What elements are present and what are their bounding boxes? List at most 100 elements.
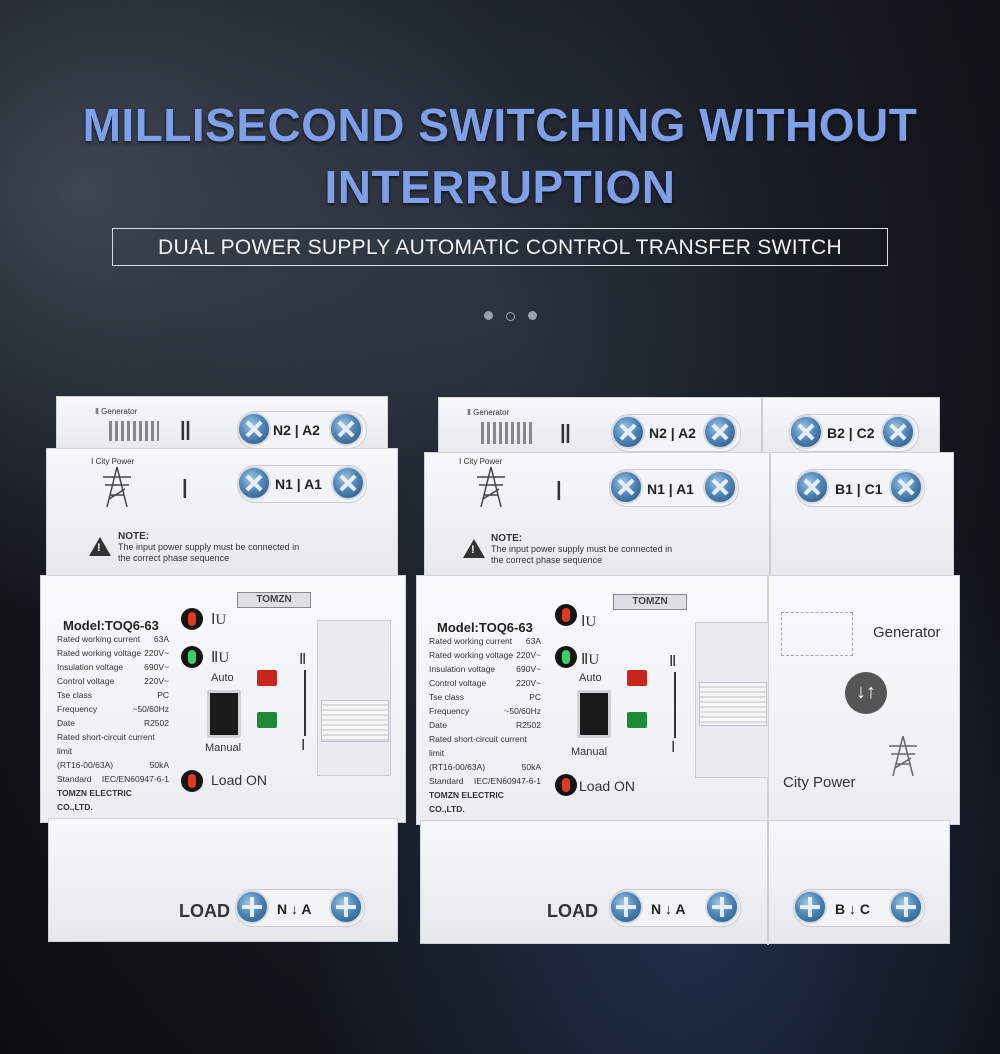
handle-mark-one: Ⅰ	[301, 738, 306, 754]
green-button[interactable]	[627, 712, 647, 728]
carousel-dots[interactable]	[484, 311, 537, 321]
generator-label: Ⅱ Generator	[95, 407, 138, 416]
carousel-dot[interactable]	[484, 311, 493, 320]
terminal-label-n1a1: N1 | A1	[275, 476, 322, 492]
terminal-screw[interactable]	[237, 466, 271, 500]
load-label: LOAD	[179, 901, 230, 921]
terminal-screw[interactable]	[795, 470, 829, 504]
manual-handle[interactable]	[699, 682, 767, 726]
power-tower-icon	[889, 735, 917, 777]
spec-row: Rated short-circuit current limit	[57, 732, 155, 756]
auto-label: Auto	[211, 672, 234, 684]
green-button[interactable]	[257, 712, 277, 728]
load-on-label: Load ON	[579, 778, 636, 794]
load-on-indicator	[181, 770, 203, 792]
terminal-label-n2a2: N2 | A2	[649, 425, 696, 441]
warning-icon: !	[89, 537, 111, 556]
spec-row: (RT16-00/63A)50kA	[57, 760, 169, 770]
headline-line-1: MILLISECOND SWITCHING WITHOUT	[82, 99, 918, 151]
terminal-label-b2c2: B2 | C2	[827, 425, 875, 441]
module-divider	[767, 821, 769, 945]
load-screw[interactable]	[609, 890, 643, 924]
auto-label: Auto	[579, 672, 602, 684]
load-tier: LOAD N ↓ A	[48, 818, 398, 942]
led-iu-label: ⅠU	[211, 612, 227, 628]
position-arrow	[674, 672, 676, 738]
load-screw[interactable]	[705, 890, 739, 924]
led-iu-indicator	[555, 604, 577, 626]
carousel-dot[interactable]	[528, 311, 537, 320]
city-power-tier: Ⅰ City Power Ⅰ N1 | A1 ! NOTE:The input …	[46, 448, 398, 582]
module-divider	[761, 398, 763, 460]
generator-label: Ⅱ Generator	[467, 408, 510, 417]
terminal-screw[interactable]	[889, 470, 923, 504]
transfer-switch-icon: ↓↑	[845, 672, 887, 714]
generator-tier: Ⅱ Generator Ⅱ N2 | A2	[56, 396, 388, 456]
load-screw[interactable]	[235, 890, 269, 924]
terminal-screw[interactable]	[329, 412, 363, 446]
phase-note: NOTE:The input power supply must be conn…	[118, 531, 300, 563]
module-divider	[769, 453, 771, 585]
roman-two-mark: Ⅱ	[559, 420, 572, 449]
led-iiu-indicator	[181, 646, 203, 668]
generator-icon	[781, 612, 853, 656]
load-screw[interactable]	[889, 890, 923, 924]
terminal-label-b1c1: B1 | C1	[835, 481, 883, 497]
brand-plate: TOMZN	[237, 592, 311, 608]
red-button[interactable]	[257, 670, 277, 686]
led-iu-label: ⅠU	[581, 614, 597, 630]
load-terminal-label: N ↓ A	[651, 901, 686, 917]
warning-icon: !	[463, 539, 485, 558]
auto-manual-switch[interactable]	[207, 690, 241, 738]
load-screw[interactable]	[793, 890, 827, 924]
terminal-screw[interactable]	[703, 415, 737, 449]
manual-label: Manual	[205, 742, 242, 754]
terminal-screw[interactable]	[703, 470, 737, 504]
terminal-screw[interactable]	[609, 470, 643, 504]
terminal-screw[interactable]	[881, 415, 915, 449]
manufacturer-label: TOMZN ELECTRIC CO.,LTD.	[429, 790, 504, 814]
carousel-dot-active[interactable]	[506, 312, 515, 321]
terminal-label-n1a1: N1 | A1	[647, 481, 694, 497]
led-iiu-label: ⅡU	[581, 652, 600, 668]
auto-manual-switch[interactable]	[577, 690, 611, 738]
main-front-panel: TOMZN Model:TOQ6-63 Rated working curren…	[40, 575, 406, 823]
gen-panel-generator-label: Generator	[873, 624, 941, 641]
model-label: Model:TOQ6-63	[437, 620, 533, 635]
load-on-indicator	[555, 774, 577, 796]
spec-row: Frequency~50/60Hz	[57, 704, 169, 714]
load-on-label: Load ON	[211, 772, 268, 788]
spec-row: (RT16-00/63A)50kA	[429, 762, 541, 772]
generator-icon	[481, 422, 535, 444]
manufacturer-label: TOMZN ELECTRIC CO.,LTD.	[57, 788, 132, 812]
city-power-label: Ⅰ City Power	[459, 457, 503, 466]
load-tier: LOAD N ↓ A B ↓ C	[420, 820, 950, 945]
terminal-label-n2a2: N2 | A2	[273, 422, 320, 438]
terminal-screw[interactable]	[611, 415, 645, 449]
source-indicator-module: Generator ↓↑ City Power	[768, 575, 960, 825]
terminal-screw[interactable]	[331, 466, 365, 500]
led-iiu-indicator	[555, 646, 577, 668]
red-button[interactable]	[627, 670, 647, 686]
load-screw[interactable]	[329, 890, 363, 924]
terminal-screw[interactable]	[789, 415, 823, 449]
terminal-screw[interactable]	[237, 412, 271, 446]
handle-mark-one: Ⅰ	[671, 740, 676, 756]
manual-handle[interactable]	[321, 700, 389, 742]
generator-tier: Ⅱ Generator Ⅱ N2 | A2 B2 | C2	[438, 397, 940, 460]
